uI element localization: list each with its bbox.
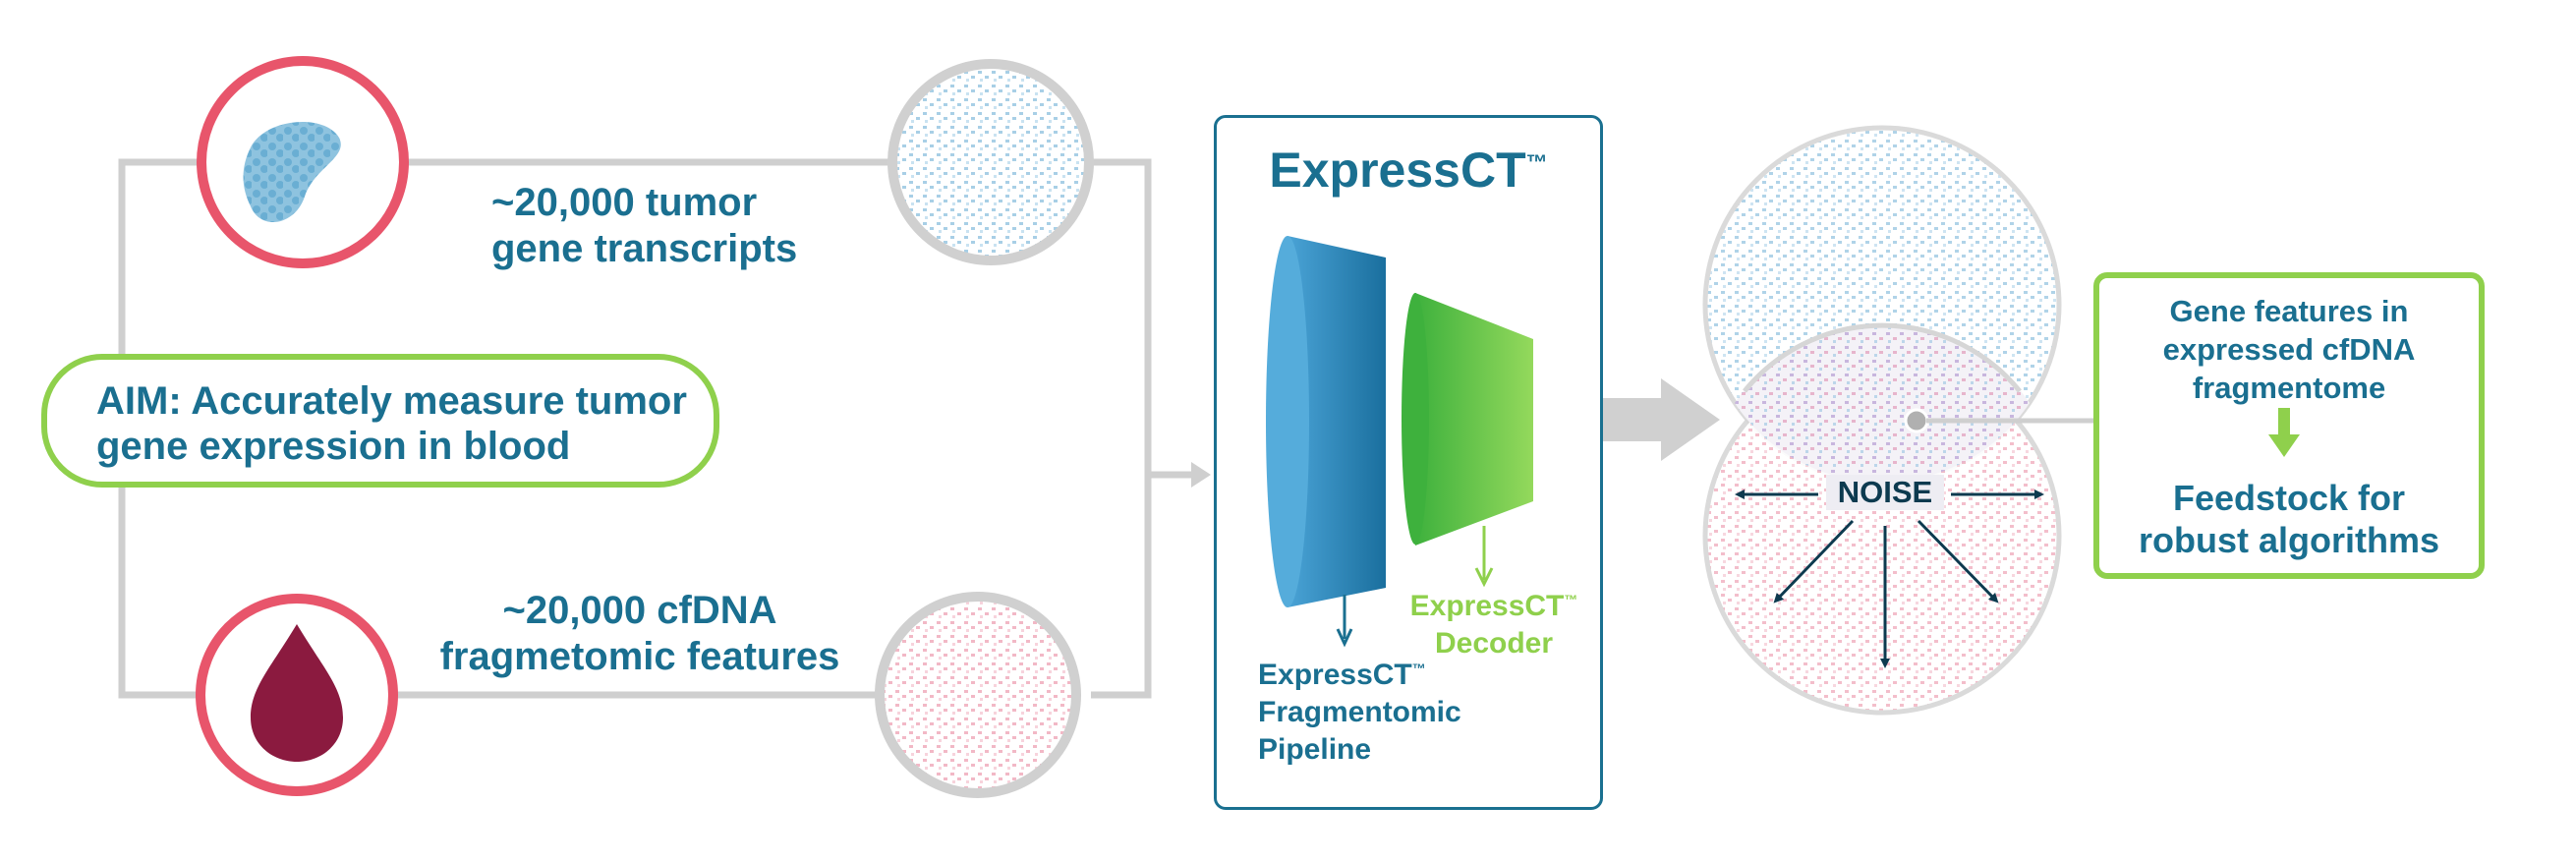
tumor-transcripts-label: ~20,000 tumor gene transcripts xyxy=(491,180,797,272)
decoder-label-line2: Decoder xyxy=(1434,627,1554,660)
tumor-label-line2: gene transcripts xyxy=(491,227,798,270)
merge-bracket xyxy=(1091,158,1152,699)
panel-title: ExpressCT™ xyxy=(1214,143,1603,198)
pipeline-label-line1: ExpressCT xyxy=(1258,659,1412,691)
feedstock-text: Feedstock for robust algorithms xyxy=(2093,477,2485,561)
panel-title-text: ExpressCT xyxy=(1269,143,1526,198)
pipeline-tm: ™ xyxy=(1411,661,1426,676)
tumor-tissue-icon xyxy=(197,56,409,268)
aim-text: AIM: Accurately measure tumor gene expre… xyxy=(96,378,687,469)
aim-text-line1: AIM: Accurately measure tumor xyxy=(96,379,687,423)
decoder-label: ExpressCT™ Decoder xyxy=(1396,588,1592,662)
panel-title-tm: ™ xyxy=(1525,149,1548,175)
aim-text-line2: gene expression in blood xyxy=(96,425,571,468)
connector-lines xyxy=(118,158,1194,699)
gene-features-text: Gene features in expressed cfDNA fragmen… xyxy=(2093,292,2485,407)
pipeline-label-line2: Fragmentomic xyxy=(1258,696,1461,728)
decoder-label-line1: ExpressCT xyxy=(1409,590,1565,622)
features-line2: expressed cfDNA xyxy=(2162,332,2416,367)
cfdna-label-line2: fragmetomic features xyxy=(439,635,840,678)
blood-drop-icon xyxy=(196,594,398,796)
cfdna-features-label: ~20,000 cfDNA fragmetomic features xyxy=(429,588,851,680)
venn-diagram xyxy=(1702,125,2062,716)
pipeline-label-line3: Pipeline xyxy=(1258,733,1372,766)
pipeline-label: ExpressCT™ Fragmentomic Pipeline xyxy=(1258,657,1461,769)
merge-arrowhead xyxy=(1191,462,1211,488)
cfdna-label-line1: ~20,000 cfDNA xyxy=(502,589,777,632)
aim-to-blood-line xyxy=(118,488,201,699)
tumor-label-line1: ~20,000 tumor xyxy=(491,181,758,224)
decoder-tm: ™ xyxy=(1564,592,1578,607)
feedstock-line1: Feedstock for xyxy=(2172,478,2406,518)
cfdna-pattern-circle xyxy=(875,592,1081,798)
feedstock-line2: robust algorithms xyxy=(2138,520,2440,560)
noise-label: NOISE xyxy=(1826,475,1944,510)
noise-arrows xyxy=(1735,489,2044,668)
transcripts-pattern-circle xyxy=(887,59,1094,265)
aim-to-tumor-line xyxy=(118,158,201,354)
aim-box xyxy=(41,354,719,488)
features-line1: Gene features in xyxy=(2169,294,2409,328)
features-line3: fragmentome xyxy=(2192,371,2386,405)
overlap-connector xyxy=(1904,408,2093,433)
